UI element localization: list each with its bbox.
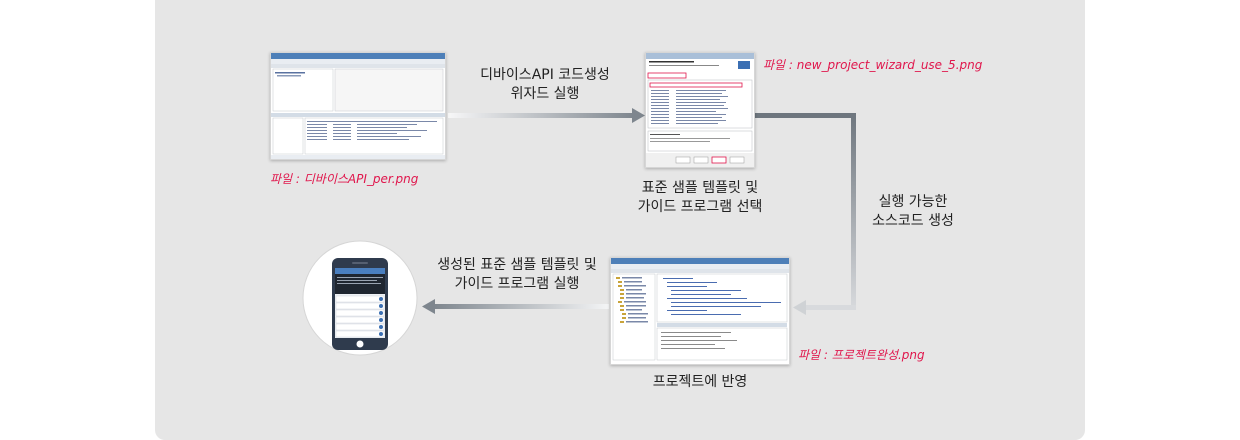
step2-caption: 표준 샘플 템플릿 및 가이드 프로그램 선택 xyxy=(610,179,790,217)
phone-list xyxy=(335,295,385,338)
device-api-screenshot xyxy=(270,52,446,160)
arrow-1-shaft xyxy=(448,113,634,118)
step3-file-label: 파일 : 프로젝트완성.png xyxy=(798,348,925,362)
arrow1-label-line1: 디바이스API 코드생성 xyxy=(480,67,610,83)
wizard-thumbnail xyxy=(646,53,754,167)
arrow-2-top xyxy=(755,113,856,118)
step2-caption-line1: 표준 샘플 템플릿 및 xyxy=(641,180,759,196)
arrow3-label-line2: 가이드 프로그램 실행 xyxy=(454,276,580,292)
arrow-2-head xyxy=(793,300,806,315)
new-project-wizard-screenshot xyxy=(645,52,755,168)
arrow-2-bottom xyxy=(804,305,856,310)
phone-home-button xyxy=(356,340,364,348)
arrow2-label: 실행 가능한 소스코드 생성 xyxy=(858,193,968,231)
project-complete-screenshot xyxy=(610,257,790,365)
step2-file-label: 파일 : new_project_wizard_use_5.png xyxy=(763,58,983,72)
arrow-3-shaft xyxy=(433,304,609,309)
phone-result xyxy=(302,240,418,356)
arrow2-label-line1: 실행 가능한 xyxy=(878,194,948,210)
arrow3-label-line1: 생성된 표준 샘플 템플릿 및 xyxy=(437,257,597,273)
arrow-2-vertical xyxy=(851,113,856,310)
arrow1-label: 디바이스API 코드생성 위자드 실행 xyxy=(460,66,630,104)
project-thumbnail xyxy=(611,258,789,361)
step3-caption: 프로젝트에 반영 xyxy=(652,374,748,390)
step1-file-label: 파일 : 디바이스API_per.png xyxy=(270,172,419,186)
arrow-1-head xyxy=(632,108,645,123)
arrow1-label-line2: 위자드 실행 xyxy=(510,86,580,102)
arrow2-label-line2: 소스코드 생성 xyxy=(872,213,954,229)
arrow-3-head xyxy=(422,299,435,314)
step2-caption-line2: 가이드 프로그램 선택 xyxy=(637,199,763,215)
ide-thumbnail xyxy=(271,53,445,159)
arrow3-label: 생성된 표준 샘플 템플릿 및 가이드 프로그램 실행 xyxy=(412,256,622,294)
